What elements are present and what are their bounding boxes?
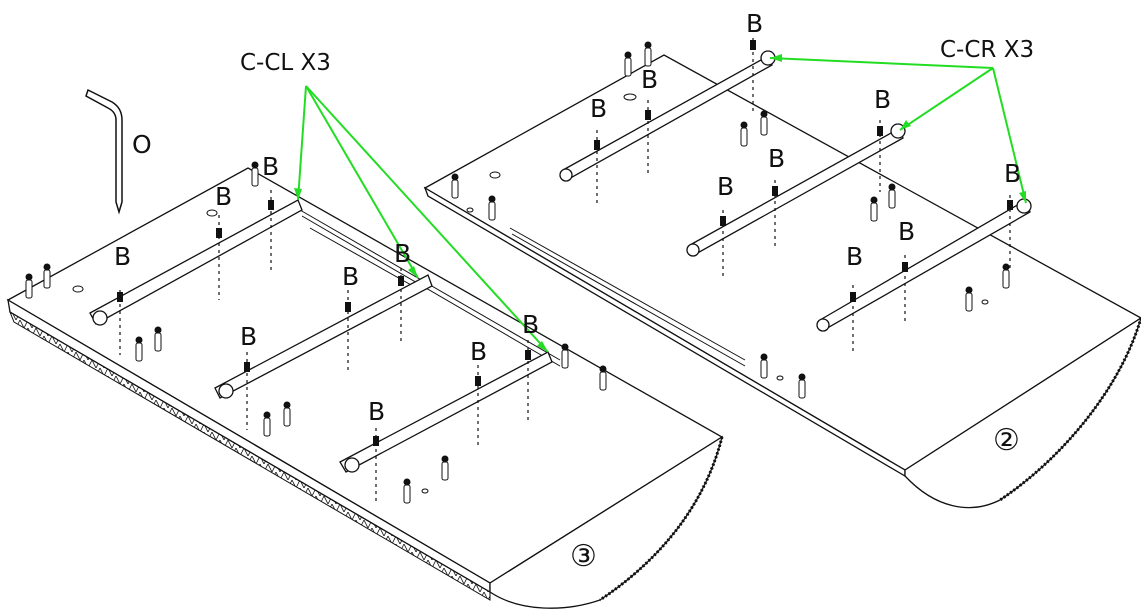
screw-icon	[475, 365, 481, 445]
screw-label: B	[368, 397, 385, 426]
screw-icon	[750, 38, 756, 115]
screw-label: B	[746, 9, 763, 38]
dowel-icon	[1002, 263, 1010, 289]
dowel-icon	[599, 365, 607, 391]
leader-lines	[294, 54, 1027, 353]
screw-label: B	[1004, 159, 1021, 188]
dowel-icon	[251, 161, 259, 187]
left-panel-front-hatch	[8, 310, 491, 601]
dowel-icon	[760, 110, 768, 136]
screw-icon	[373, 428, 379, 505]
screw-icon	[345, 290, 351, 370]
left-rail-2	[214, 274, 433, 399]
dowel-icon	[488, 195, 496, 221]
step-number-left: ③	[570, 539, 597, 574]
screw-label: B	[470, 337, 487, 366]
screw-icon	[216, 215, 222, 300]
dowels	[25, 41, 1010, 504]
left-rail-1	[89, 199, 303, 326]
hex-key-icon	[85, 88, 123, 215]
screw-label: B	[394, 239, 411, 268]
dowel-icon	[263, 411, 271, 437]
screw-label: B	[114, 242, 131, 271]
screw-label: B	[898, 217, 915, 246]
screw-label: B	[342, 262, 359, 291]
screw-label: B	[590, 94, 607, 123]
right-rail-3	[816, 198, 1032, 332]
dowel-icon	[644, 41, 652, 67]
dowel-icon	[740, 121, 748, 147]
dowel-icon	[441, 455, 449, 481]
dowel-icon	[965, 286, 973, 312]
right-rail-1	[559, 50, 776, 182]
screw-label: B	[768, 144, 785, 173]
tool-label: O	[132, 130, 152, 159]
dowel-icon	[25, 273, 33, 299]
screw-icon	[1007, 195, 1013, 268]
screw-label: B	[717, 172, 734, 201]
screw-icon	[594, 130, 600, 205]
dowel-icon	[43, 263, 51, 289]
screw-icon	[244, 352, 250, 430]
screw-label: B	[874, 85, 891, 114]
dowel-icon	[870, 196, 878, 222]
screw-label: B	[522, 310, 539, 339]
screw-icon	[772, 180, 778, 250]
callout-right-label: C-CR X3	[940, 37, 1034, 63]
screw-icon	[398, 268, 404, 345]
dowel-icon	[760, 353, 768, 379]
screw-label: B	[240, 322, 257, 351]
step-number-right: ②	[993, 423, 1020, 458]
dowel-icon	[135, 336, 143, 362]
screw-label: B	[262, 152, 279, 181]
screw-icon	[268, 190, 274, 270]
screw-icon	[525, 340, 531, 420]
screws	[117, 38, 1013, 505]
dowel-icon	[283, 401, 291, 427]
left-rail-3	[339, 351, 553, 473]
screw-icon	[902, 255, 908, 325]
screw-icon	[117, 290, 123, 355]
dowel-icon	[888, 183, 896, 209]
dowel-icon	[624, 51, 632, 77]
dowel-icon	[451, 173, 459, 199]
screw-icon	[645, 100, 651, 175]
screw-label: B	[641, 65, 658, 94]
screw-label: B	[846, 242, 863, 271]
callout-left-label: C-CL X3	[240, 50, 331, 76]
dowel-icon	[798, 373, 806, 399]
screw-label: B	[215, 182, 232, 211]
screw-icon	[850, 285, 856, 355]
screw-icon	[877, 120, 883, 192]
dowel-icon	[403, 478, 411, 504]
dowel-icon	[154, 326, 162, 352]
screw-icon	[720, 210, 726, 278]
dowel-icon	[561, 343, 569, 369]
